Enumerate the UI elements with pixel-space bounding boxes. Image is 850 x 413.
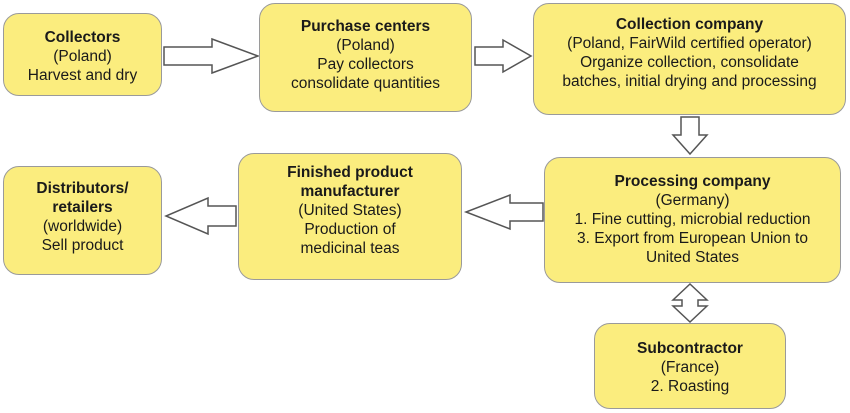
arrow-processing-subcontractor <box>671 282 709 324</box>
node-subcontractor: Subcontractor (France) 2. Roasting <box>594 323 786 409</box>
arrow-collectors-to-purchase <box>163 37 261 75</box>
node-collection-title: Collection company <box>615 16 764 33</box>
node-subcontractor-title: Subcontractor <box>637 340 743 357</box>
arrow-purchase-to-collection <box>474 38 533 74</box>
node-collection-line: (Poland, FairWild certified operator) <box>567 35 812 52</box>
node-subcontractor-line: 2. Roasting <box>650 378 730 395</box>
node-distributors-title: retailers <box>52 199 113 216</box>
arrow-processing-to-manufacturer <box>463 193 544 231</box>
node-purchase-title: Purchase centers <box>300 18 431 35</box>
node-collectors-line: (Poland) <box>53 48 112 65</box>
node-collection-company: Collection company (Poland, FairWild cer… <box>533 3 846 115</box>
node-distributors-retailers: Distributors/ retailers (worldwide) Sell… <box>3 166 162 275</box>
node-purchase-centers: Purchase centers (Poland) Pay collectors… <box>259 3 472 112</box>
node-purchase-line: consolidate quantities <box>290 75 441 92</box>
node-distributors-line: (worldwide) <box>42 218 123 235</box>
node-purchase-line: (Poland) <box>336 37 395 54</box>
node-subcontractor-line: (France) <box>660 359 720 376</box>
node-collection-line: Organize collection, consolidate <box>580 54 799 71</box>
node-collectors: Collectors (Poland) Harvest and dry <box>3 13 162 96</box>
node-purchase-line: Pay collectors <box>317 56 414 73</box>
node-manufacturer-line: medicinal teas <box>300 240 400 257</box>
node-manufacturer-line: Production of <box>304 221 396 238</box>
arrow-collection-to-processing <box>671 116 709 156</box>
node-manufacturer-title: manufacturer <box>300 183 400 200</box>
node-processing-line: (Germany) <box>655 192 730 209</box>
node-collection-line: batches, initial drying and processing <box>562 73 817 90</box>
node-manufacturer-line: (United States) <box>298 202 402 219</box>
node-distributors-line: Sell product <box>41 237 124 254</box>
node-processing-line: 3. Export from European Union to <box>577 230 808 247</box>
node-collectors-title: Collectors <box>44 29 121 46</box>
node-processing-company: Processing company (Germany) 1. Fine cut… <box>544 157 841 283</box>
node-collectors-line: Harvest and dry <box>27 67 138 84</box>
arrow-manufacturer-to-distributors <box>164 196 237 236</box>
node-finished-product-manufacturer: Finished product manufacturer (United St… <box>238 153 462 280</box>
node-processing-line: 1. Fine cutting, microbial reduction <box>574 211 811 228</box>
node-manufacturer-title: Finished product <box>287 164 413 181</box>
node-processing-title: Processing company <box>614 173 771 190</box>
node-processing-line: United States <box>645 249 740 266</box>
node-distributors-title: Distributors/ <box>36 180 129 197</box>
